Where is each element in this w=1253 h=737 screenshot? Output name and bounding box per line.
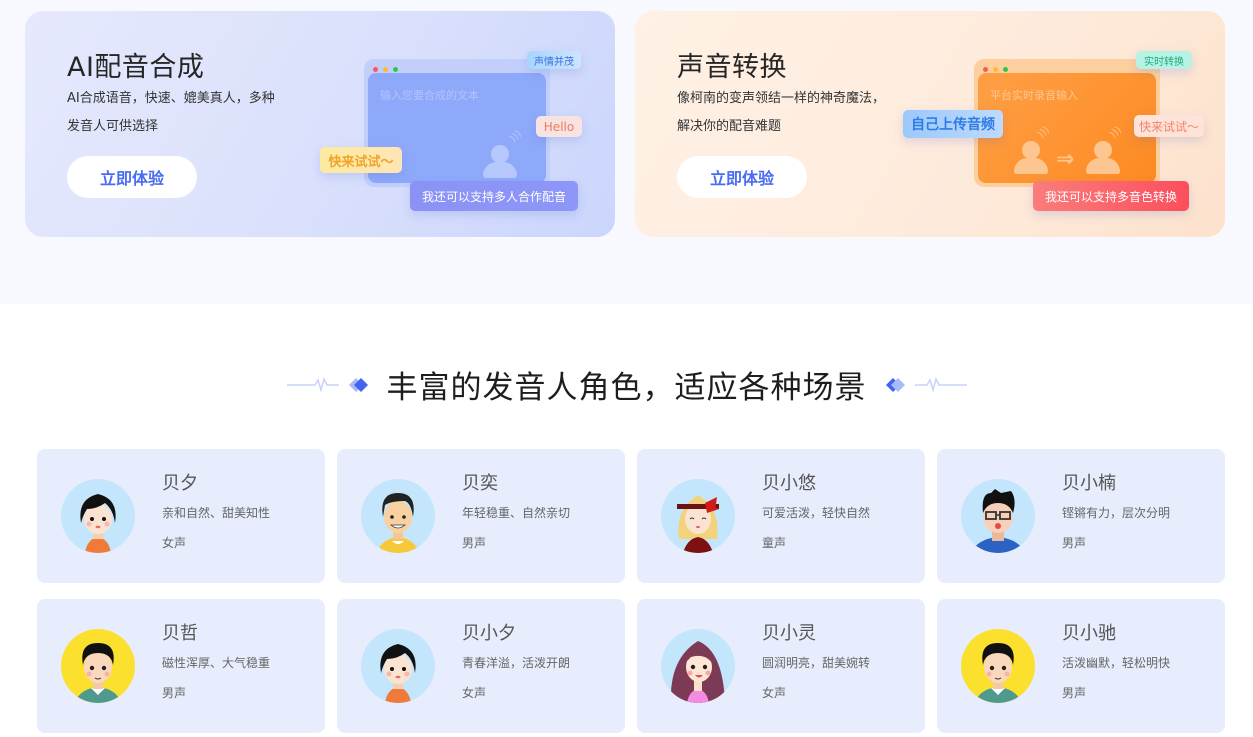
voice-description: 年轻稳重、自然亲切 [462,506,571,520]
tag-realtime: 实时转换 [1136,51,1192,69]
feature-description: AI合成语音，快速、媲美真人，多种 发音人可供选择 [67,85,307,141]
feature-title: AI配音合成 [67,52,205,83]
avatar-girl-blonde-bow [661,479,735,553]
feature-desc-line: 像柯南的变声领结一样的神奇魔法， [677,91,886,106]
heading-decoration-left-icon [286,375,369,395]
try-now-button[interactable]: 立即体验 [67,156,197,198]
voice-description: 可爱活泼，轻快自然 [762,506,871,520]
text-placeholder: 输入您要合成的文本 [380,89,479,102]
voice-card[interactable]: 贝小楠 铿锵有力，层次分明 男声 [937,449,1225,583]
mock-record-area: 平台实时录音输入 ))) ⇒ ))) [978,73,1156,183]
feature-desc-line: AI合成语音，快速、媲美真人，多种 [67,91,275,106]
heading-decoration-right-icon [885,375,967,395]
window-dots-icon [373,67,398,72]
section-heading: 丰富的发音人角色，适应各种场景 [0,362,1253,407]
voice-description: 圆润明亮，甜美婉转 [762,656,871,670]
voice-description: 亲和自然、甜美知性 [162,506,271,520]
voice-description: 铿锵有力，层次分明 [1062,506,1171,520]
features-section: AI配音合成 AI合成语音，快速、媲美真人，多种 发音人可供选择 立即体验 输入… [0,0,1253,304]
avatar-man-green-sweater [961,629,1035,703]
voice-role-grid: 贝夕 亲和自然、甜美知性 女声 贝奕 年轻稳重、自然亲切 男声 [37,449,1225,733]
section-title: 丰富的发音人角色，适应各种场景 [386,370,867,406]
tag-emotion: 声情并茂 [527,51,581,69]
voice-type: 男声 [162,686,187,700]
voice-type: 男声 [1062,536,1087,550]
mock-recorder-window: 平台实时录音输入 ))) ⇒ ))) [974,59,1160,187]
tag-try-it: 快来试试～ [320,147,402,173]
voice-name: 贝小驰 [1062,623,1116,644]
voice-card[interactable]: 贝夕 亲和自然、甜美知性 女声 [37,449,325,583]
voice-type: 女声 [162,536,187,550]
record-placeholder: 平台实时录音输入 [990,89,1078,102]
avatar-boy-glasses [961,479,1035,553]
voice-description: 青春洋溢，活泼开朗 [462,656,571,670]
sound-wave-icon: ))) [1107,124,1124,141]
tag-multi-timbre: 我还可以支持多音色转换 [1033,181,1189,211]
sound-wave-icon: ))) [507,128,524,145]
voice-name: 贝小灵 [762,623,816,644]
voice-card[interactable]: 贝哲 磁性浑厚、大气稳重 男声 [37,599,325,733]
feature-desc-line: 解决你的配音难题 [677,119,782,134]
voice-type: 男声 [462,536,487,550]
voice-type: 女声 [762,686,787,700]
arrow-right-icon: ⇒ [1056,147,1075,172]
voice-type: 男声 [1062,686,1087,700]
voice-card[interactable]: 贝小悠 可爱活泼，轻快自然 童声 [637,449,925,583]
voice-description: 磁性浑厚、大气稳重 [162,656,271,670]
avatar-man-green-sweater [61,629,135,703]
voice-name: 贝小悠 [762,473,816,494]
feature-desc-line: 发音人可供选择 [67,119,159,134]
voice-description: 活泼幽默，轻松明快 [1062,656,1171,670]
voice-name: 贝夕 [162,473,198,494]
feature-card-ai-dubbing: AI配音合成 AI合成语音，快速、媲美真人，多种 发音人可供选择 立即体验 输入… [25,11,615,237]
voice-card[interactable]: 贝小驰 活泼幽默，轻松明快 男声 [937,599,1225,733]
feature-description: 像柯南的变声领结一样的神奇魔法， 解决你的配音难题 [677,85,917,141]
voice-card[interactable]: 贝小夕 青春洋溢，活泼开朗 女声 [337,599,625,733]
try-now-button[interactable]: 立即体验 [677,156,807,198]
voice-card[interactable]: 贝奕 年轻稳重、自然亲切 男声 [337,449,625,583]
avatar-girl-black-hair [61,479,135,553]
sound-wave-icon: ))) [1035,124,1052,141]
avatar-boy-yellow-shirt [361,479,435,553]
voice-name: 贝小楠 [1062,473,1116,494]
window-dots-icon [983,67,1008,72]
tag-try-it: 快来试试～ [1134,115,1204,137]
voice-type: 童声 [762,536,787,550]
tag-upload-audio: 自己上传音频 [903,110,1003,138]
mock-editor-window: 输入您要合成的文本 ))) [364,59,550,187]
voice-name: 贝小夕 [462,623,516,644]
avatar-girl-black-hair [361,629,435,703]
voice-name: 贝奕 [462,473,498,494]
voice-name: 贝哲 [162,623,198,644]
voice-type: 女声 [462,686,487,700]
feature-card-voice-conversion: 声音转换 像柯南的变声领结一样的神奇魔法， 解决你的配音难题 立即体验 平台实时… [635,11,1225,237]
voice-card[interactable]: 贝小灵 圆润明亮，甜美婉转 女声 [637,599,925,733]
tag-multi-voice: 我还可以支持多人合作配音 [410,181,578,211]
tag-hello: Hello [536,116,582,137]
feature-title: 声音转换 [677,52,787,83]
avatar-girl-long-hair [661,629,735,703]
